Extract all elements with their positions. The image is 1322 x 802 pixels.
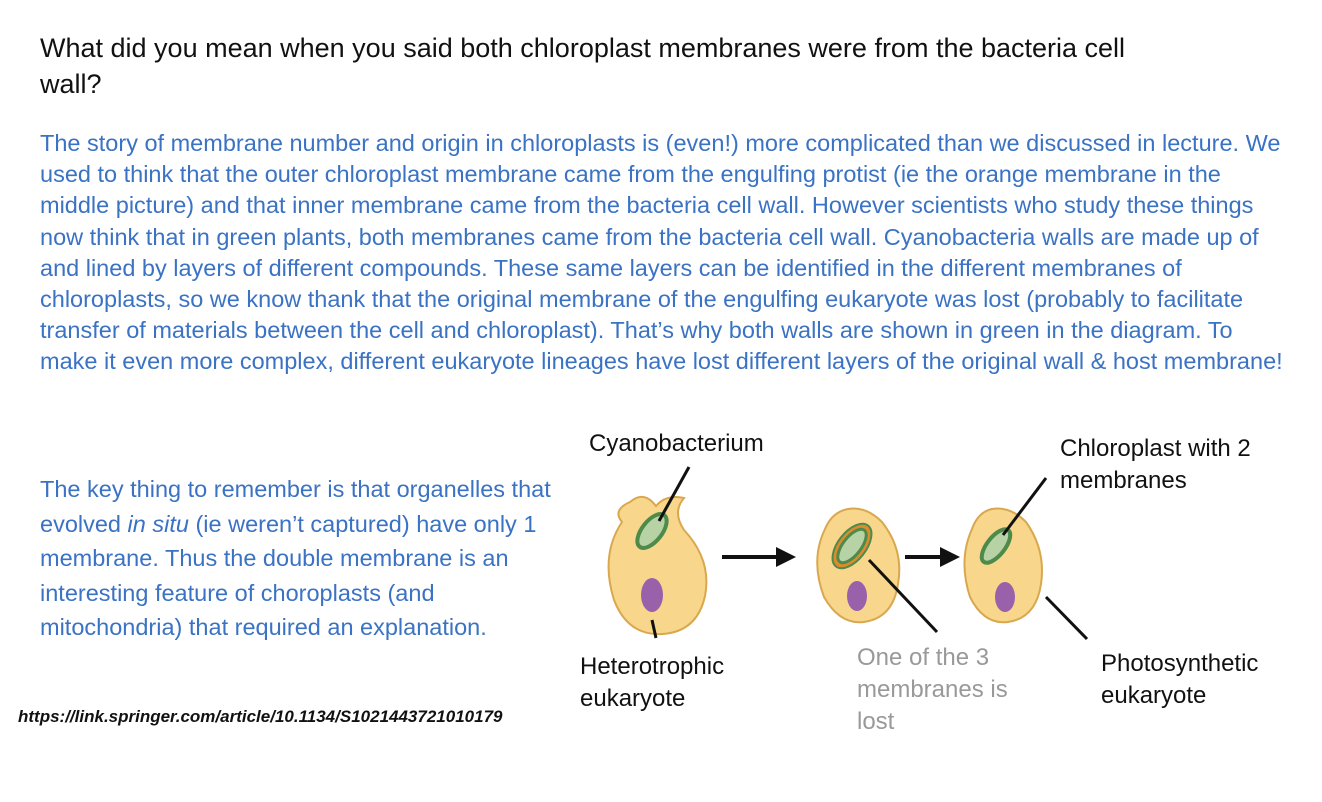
nucleus-shape <box>641 578 663 612</box>
label-membrane-lost: One of the 3 membranes is lost <box>857 644 1008 735</box>
leader-lines <box>650 466 1089 641</box>
cell-three-membranes <box>816 507 901 624</box>
label-chloroplast-two-membranes: Chloroplast with 2 membranes <box>1060 435 1251 494</box>
cyanobacterium-shape <box>635 512 669 550</box>
question-heading: What did you mean when you said both chl… <box>40 33 1126 99</box>
host-cell-engulfing <box>607 495 708 636</box>
explanation-paragraph: The story of membrane number and origin … <box>40 130 1283 375</box>
key-point-italic: in situ <box>127 510 189 537</box>
label-heterotrophic-eukaryote: Heterotrophic eukaryote <box>580 653 725 712</box>
arrow-icon <box>722 547 796 567</box>
arrow-icon <box>905 547 960 567</box>
nucleus-shape <box>995 582 1015 612</box>
key-point-text-2: (ie weren’t captured) have only 1 membra… <box>40 510 537 641</box>
key-point-paragraph: The key thing to remember is that organe… <box>40 472 560 645</box>
nucleus-shape <box>847 581 867 611</box>
label-cyanobacterium: Cyanobacterium <box>589 430 764 457</box>
photosynthetic-cell <box>963 507 1043 624</box>
source-link[interactable]: https://link.springer.com/article/10.113… <box>18 707 503 726</box>
label-photosynthetic-eukaryote: Photosynthetic eukaryote <box>1101 650 1259 709</box>
key-point-text-1: The key thing to remember is that organe… <box>40 476 551 537</box>
